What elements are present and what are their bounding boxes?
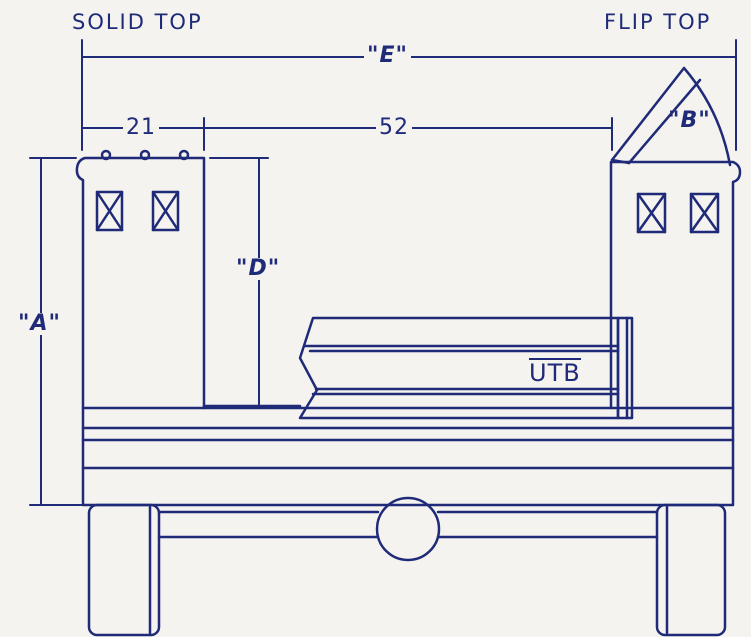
axle [157, 510, 659, 539]
dimension-a-label: "A" [15, 313, 64, 335]
utb-brand-label: UTB [529, 358, 581, 387]
dimension-d-label: "D" [233, 258, 284, 280]
deck [81, 406, 735, 507]
solid-top-label: SOLID TOP [72, 10, 203, 34]
left-wheel [87, 503, 161, 637]
right-box-vent-2 [689, 192, 720, 234]
differential [375, 496, 441, 562]
dimension-52-label: 52 [376, 117, 412, 139]
wheels-axle [87, 496, 727, 637]
left-box-vent-1 [95, 190, 124, 232]
flip-lid [610, 66, 732, 167]
right-box-vent-1 [636, 192, 667, 234]
dimension-b-label: "B" [668, 108, 711, 133]
utb-tool-box [298, 316, 634, 420]
right-flip-top-box [609, 66, 742, 410]
left-solid-top-box [75, 149, 206, 410]
dimension-21-label: 21 [123, 117, 159, 139]
left-box-vent-2 [151, 190, 180, 232]
flip-top-label: FLIP TOP [604, 10, 712, 34]
dimension-e-label: "E" [364, 45, 411, 67]
deck-frame [81, 406, 735, 507]
dimension-lines [29, 39, 737, 506]
